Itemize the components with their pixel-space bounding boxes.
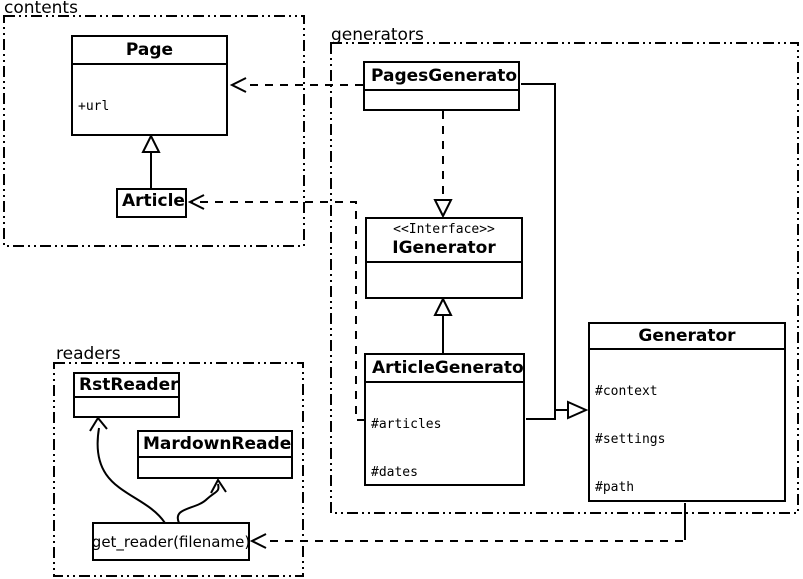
contents-package-border [3,15,305,247]
edge-getreader-rstreader-curve [96,427,166,524]
edge-generator-triangle [567,400,589,420]
edge-pagesgenerator-igenerator-triangle [433,199,453,219]
edge-articlegenerator-article-line [192,201,365,421]
class-igenerator-stereotype: <<Interface>> [393,222,495,237]
class-igenerator-title: IGenerator [392,238,496,258]
class-articlegenerator: ArticleGenerator #articles #dates #tags … [364,353,525,486]
attribute: +url [78,99,110,114]
edge-getreader-mardownreader-arrowhead [210,478,227,494]
class-igenerator: <<Interface>> IGenerator +generate_conte… [365,217,523,299]
attribute: #articles [371,417,442,432]
class-article-title: Article [122,191,185,211]
method: +generate_context() [372,297,516,299]
edge-articlegenerator-article-arrowhead [187,194,205,210]
class-pagesgenerator: PagesGenerator #pages [363,61,520,111]
edge-article-page-triangle [141,133,161,153]
contents-package-label: contents [4,0,78,18]
class-pagesgenerator-title: PagesGenerator [371,66,520,86]
edge-getreader-mardownreader-curve [176,483,220,524]
class-page-title: Page [125,40,174,60]
edge-pagesgenerator-page-arrowhead [229,77,247,93]
readers-package-border [53,362,304,577]
class-rstreader-methods: +read() [75,396,178,416]
class-mardownreader: MardownReader +read() [137,430,293,479]
generators-package-label: generators [331,25,424,45]
edge-getreader-rstreader-arrowhead [89,416,108,432]
class-page: Page +url +slug +summary +check_properti… [71,35,228,136]
class-page-attributes: +url +slug +summary [73,63,226,134]
class-mardownreader-title: MardownReader [143,434,293,454]
edge-articlegenerator-generator-line [526,410,556,420]
class-rstreader: RstReader +read() [73,372,180,418]
attribute: #dates [371,465,418,480]
class-generator: Generator #context #settings #path #them… [588,322,786,502]
class-pagesgenerator-attributes: #pages [365,89,518,109]
class-rstreader-title: RstReader [79,375,179,395]
readers-package-label: readers [56,344,121,364]
class-igenerator-methods: +generate_context() +generate_output() [367,261,521,299]
attribute: #settings [595,432,666,447]
class-articlegenerator-title: ArticleGenerator [372,358,525,378]
edge-articlegenerator-igenerator-triangle [433,296,453,316]
attribute: #context [595,384,658,399]
generators-package-border [330,42,799,514]
class-article: Article [116,188,187,218]
edge-generator-getreader-arrowhead [249,533,267,549]
class-generator-attributes: #context #settings #path #theme #output_… [590,348,784,500]
class-articlegenerator-attributes: #articles #dates #tags #categories [366,381,523,484]
attribute: #path [595,480,635,495]
edge-pagesgenerator-generator-line [521,83,567,411]
node-get-reader: get_reader(filename) [92,522,250,561]
class-mardownreader-methods: +read() [139,456,291,477]
class-generator-title: Generator [638,326,736,346]
